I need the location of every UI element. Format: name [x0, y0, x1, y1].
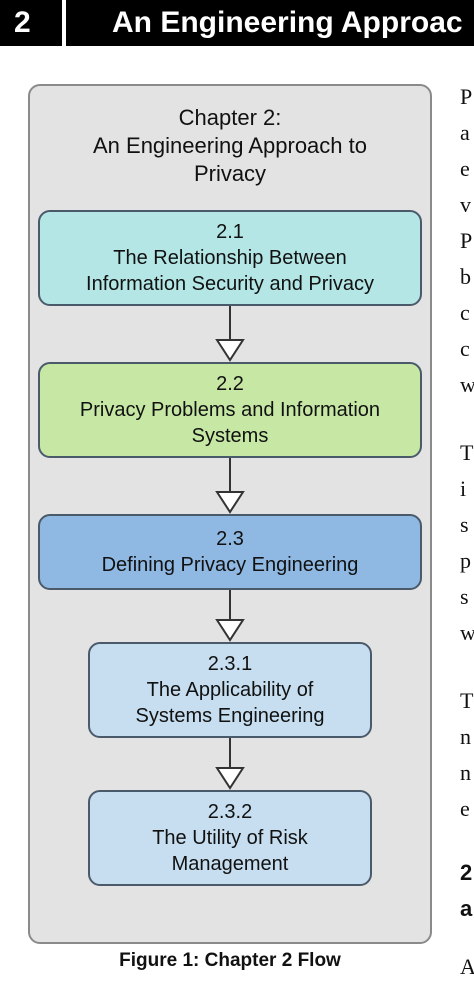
side-letter: b — [460, 264, 471, 289]
flow-box-2-3: 2.3 Defining Privacy Engineering — [38, 514, 422, 590]
chapter-header-bar: 2 An Engineering Approac — [0, 0, 474, 46]
side-letter: e — [460, 156, 470, 181]
flow-arrow-3 — [215, 590, 245, 642]
side-letter: 2 — [460, 860, 473, 885]
flow-arrow-1 — [215, 306, 245, 362]
side-letter: c — [460, 336, 470, 361]
side-letter: c — [460, 300, 470, 325]
flow-box-2-3-2: 2.3.2 The Utility of Risk Management — [88, 790, 372, 886]
flow-box-2-3-1: 2.3.1 The Applicability of Systems Engin… — [88, 642, 372, 738]
side-letter: A — [460, 954, 474, 979]
side-letter: i — [460, 476, 467, 501]
side-letter: n — [460, 760, 471, 785]
adjacent-body-text-fragment: P a e v P b c c w T i s p s w T n n e 2 … — [458, 0, 474, 981]
side-letter: p — [460, 548, 471, 573]
side-letter: v — [460, 192, 471, 217]
chapter-number: 2 — [14, 6, 31, 39]
chapter-title: An Engineering Approac — [112, 6, 463, 39]
side-letter: T — [460, 688, 474, 713]
flow-arrow-2 — [215, 458, 245, 514]
side-letter: w — [460, 372, 474, 397]
side-letter: w — [460, 620, 474, 645]
side-letter: e — [460, 796, 470, 821]
flow-arrow-4 — [215, 738, 245, 790]
side-letter: T — [460, 440, 474, 465]
side-letter: s — [460, 512, 469, 537]
flow-box-2-1: 2.1 The Relationship Between Information… — [38, 210, 422, 306]
side-letter: P — [460, 228, 473, 253]
side-letter: n — [460, 724, 471, 749]
side-letter: a — [460, 120, 470, 145]
side-letter: s — [460, 584, 469, 609]
side-letter: P — [460, 84, 473, 109]
figure-caption: Figure 1: Chapter 2 Flow — [119, 950, 341, 971]
header-divider — [62, 0, 66, 46]
side-letter: a — [460, 896, 473, 921]
flow-box-2-2: 2.2 Privacy Problems and Information Sys… — [38, 362, 422, 458]
diagram-title: Chapter 2: An Engineering Approach to Pr… — [93, 105, 367, 186]
